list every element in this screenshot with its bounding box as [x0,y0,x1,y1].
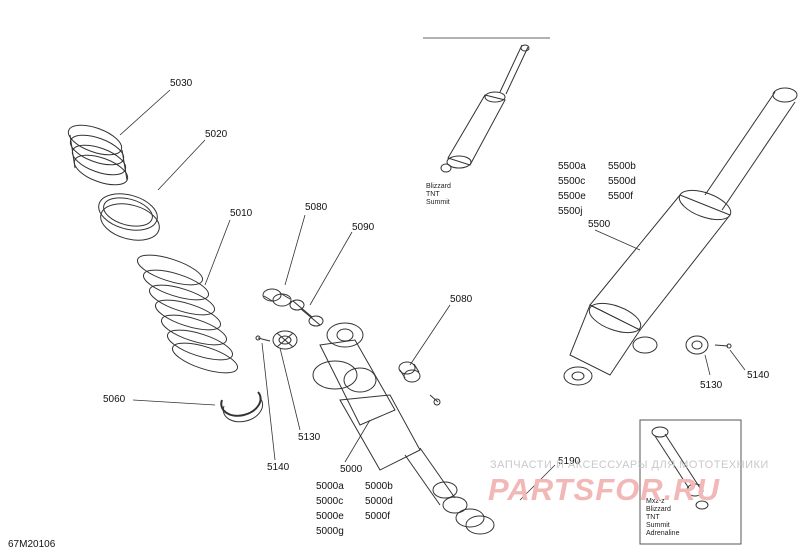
model-name: Mxz-z [646,498,665,505]
variant-label[interactable]: 5500j [558,206,583,217]
part-5010-spring [136,254,239,374]
variant-label[interactable]: 5000b [365,481,393,492]
inset-box [639,419,742,545]
variant-label[interactable]: 5500e [558,191,586,202]
callout-5090[interactable]: 5090 [352,222,375,233]
top-small-shock [440,44,530,173]
model-name: Summit [646,522,670,529]
variant-label[interactable]: 5500d [608,176,636,187]
variants-5500-col1: 5500a 5500c 5500e 5500j [558,162,586,222]
variant-label[interactable]: 5000f [365,511,391,522]
watermark-tagline: ЗАПЧАСТИ И АКСЕССУАРЫ ДЛЯ МОТОТЕХНИКИ [490,459,769,471]
inset-model-note: Mxz-z Blizzard TNT Summit Adrenaline [646,498,679,538]
diagram-id: 67M20106 [8,539,56,550]
callout-5060[interactable]: 5060 [103,394,126,405]
model-name: TNT [646,514,660,521]
part-5000-shock [312,322,495,535]
variants-5000-col2: 5000b 5000d 5000f [365,482,393,527]
part-5080-bushing-right [398,361,421,383]
variant-label[interactable]: 5000c [316,496,344,507]
variants-5500-col2: 5500b 5500d 5500f [608,162,636,207]
variant-label[interactable]: 5000d [365,496,393,507]
variant-label[interactable]: 5500a [558,161,586,172]
part-5030-rings [67,124,129,186]
model-name: Summit [426,199,450,206]
callout-5130-right[interactable]: 5130 [700,380,723,391]
callout-5500[interactable]: 5500 [588,219,611,230]
variant-label[interactable]: 5000e [316,511,344,522]
callout-5080-left[interactable]: 5080 [305,202,328,213]
variant-label[interactable]: 5000a [316,481,344,492]
model-name: TNT [426,191,440,198]
model-name: Blizzard [426,183,451,190]
variant-label[interactable]: 5000g [316,526,344,537]
callout-5010[interactable]: 5010 [230,208,253,219]
callout-5140-right[interactable]: 5140 [747,370,770,381]
callout-5190[interactable]: 5190 [558,456,581,467]
model-name: Blizzard [646,506,671,513]
variants-5000-col1: 5000a 5000c 5000e 5000g [316,482,344,542]
callout-5000[interactable]: 5000 [340,464,363,475]
part-5090-sleeve [289,299,324,327]
variant-label[interactable]: 5500b [608,161,636,172]
watermark-logo: PARTSFOR.RU [488,472,721,507]
model-name: Adrenaline [646,530,680,537]
part-5140-left [255,335,271,342]
part-5130-left [272,330,298,350]
part-5080-bushing-left [262,288,292,307]
part-5020-ring [98,193,160,241]
leader-lines [119,37,746,501]
callout-5130-left[interactable]: 5130 [298,432,321,443]
variant-label[interactable]: 5500f [608,191,634,202]
callout-5080-right[interactable]: 5080 [450,294,473,305]
callout-5140-left[interactable]: 5140 [267,462,290,473]
part-5060-clip [220,391,264,423]
callout-5030[interactable]: 5030 [170,78,193,89]
top-model-note: Blizzard TNT Summit [426,183,451,207]
variant-label[interactable]: 5500c [558,176,586,187]
part-5500-shock [563,87,798,386]
callout-5020[interactable]: 5020 [205,129,228,140]
